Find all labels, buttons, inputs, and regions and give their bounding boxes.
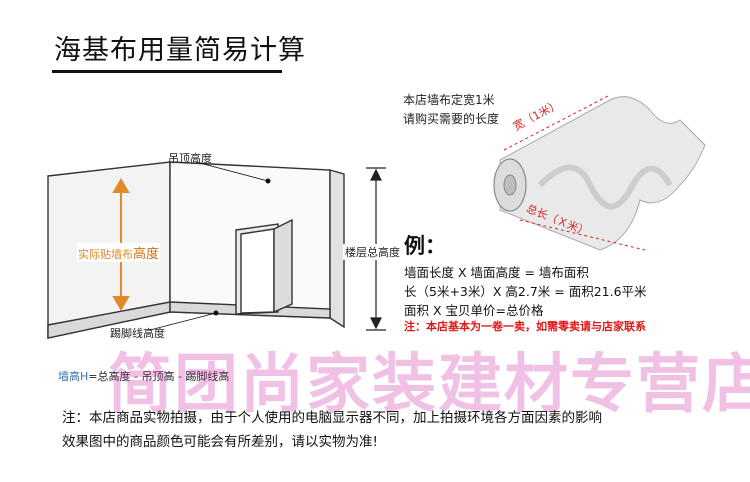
notice-line-1: 注：本店商品实物拍摄，由于个人使用的电脑显示器不同，加上拍摄环境各方面因素的影响 <box>62 410 602 426</box>
ceiling-height-label: 吊顶高度 <box>168 152 212 165</box>
roll-illustration <box>493 95 706 251</box>
title-underline <box>52 70 282 73</box>
fabric-sheet <box>499 96 706 251</box>
floor-height-label: 楼层总高度 <box>343 244 402 260</box>
wall-height-label: 实际贴墙布高度 <box>77 243 161 262</box>
example-line-1: 墙面长度 X 墙面高度 = 墙布面积 <box>404 265 589 280</box>
wall-height-label-accent: 高度 <box>133 247 160 262</box>
page-title: 海基布用量简易计算 <box>54 35 306 66</box>
example-title: 例： <box>404 234 446 258</box>
formula-text: =总高度 - 吊顶高 - 踢脚线高 <box>88 370 230 383</box>
formula-variable: 墙高H <box>58 370 89 383</box>
notice-line-2: 效果图中的商品颜色可能会有所差别，请以实物为准! <box>62 434 378 450</box>
wall-height-label-prefix: 实际贴墙布 <box>78 248 133 261</box>
roll-width-note: 本店墙布定宽1米 <box>403 93 495 107</box>
wall-height-formula: 墙高H=总高度 - 吊顶高 - 踢脚线高 <box>58 368 229 384</box>
example-line-3: 面积 X 宝贝单价=总价格 <box>404 303 544 318</box>
skirting-height-label: 踢脚线高度 <box>110 327 165 340</box>
roll-buy-note: 请购买需要的长度 <box>403 112 500 126</box>
example-note: 注：本店基本为一卷一卖，如需零卖请与店家联系 <box>404 320 646 333</box>
example-line-2: 长（5米+3米）X 高2.7米 = 面积21.6平米 <box>404 284 647 299</box>
